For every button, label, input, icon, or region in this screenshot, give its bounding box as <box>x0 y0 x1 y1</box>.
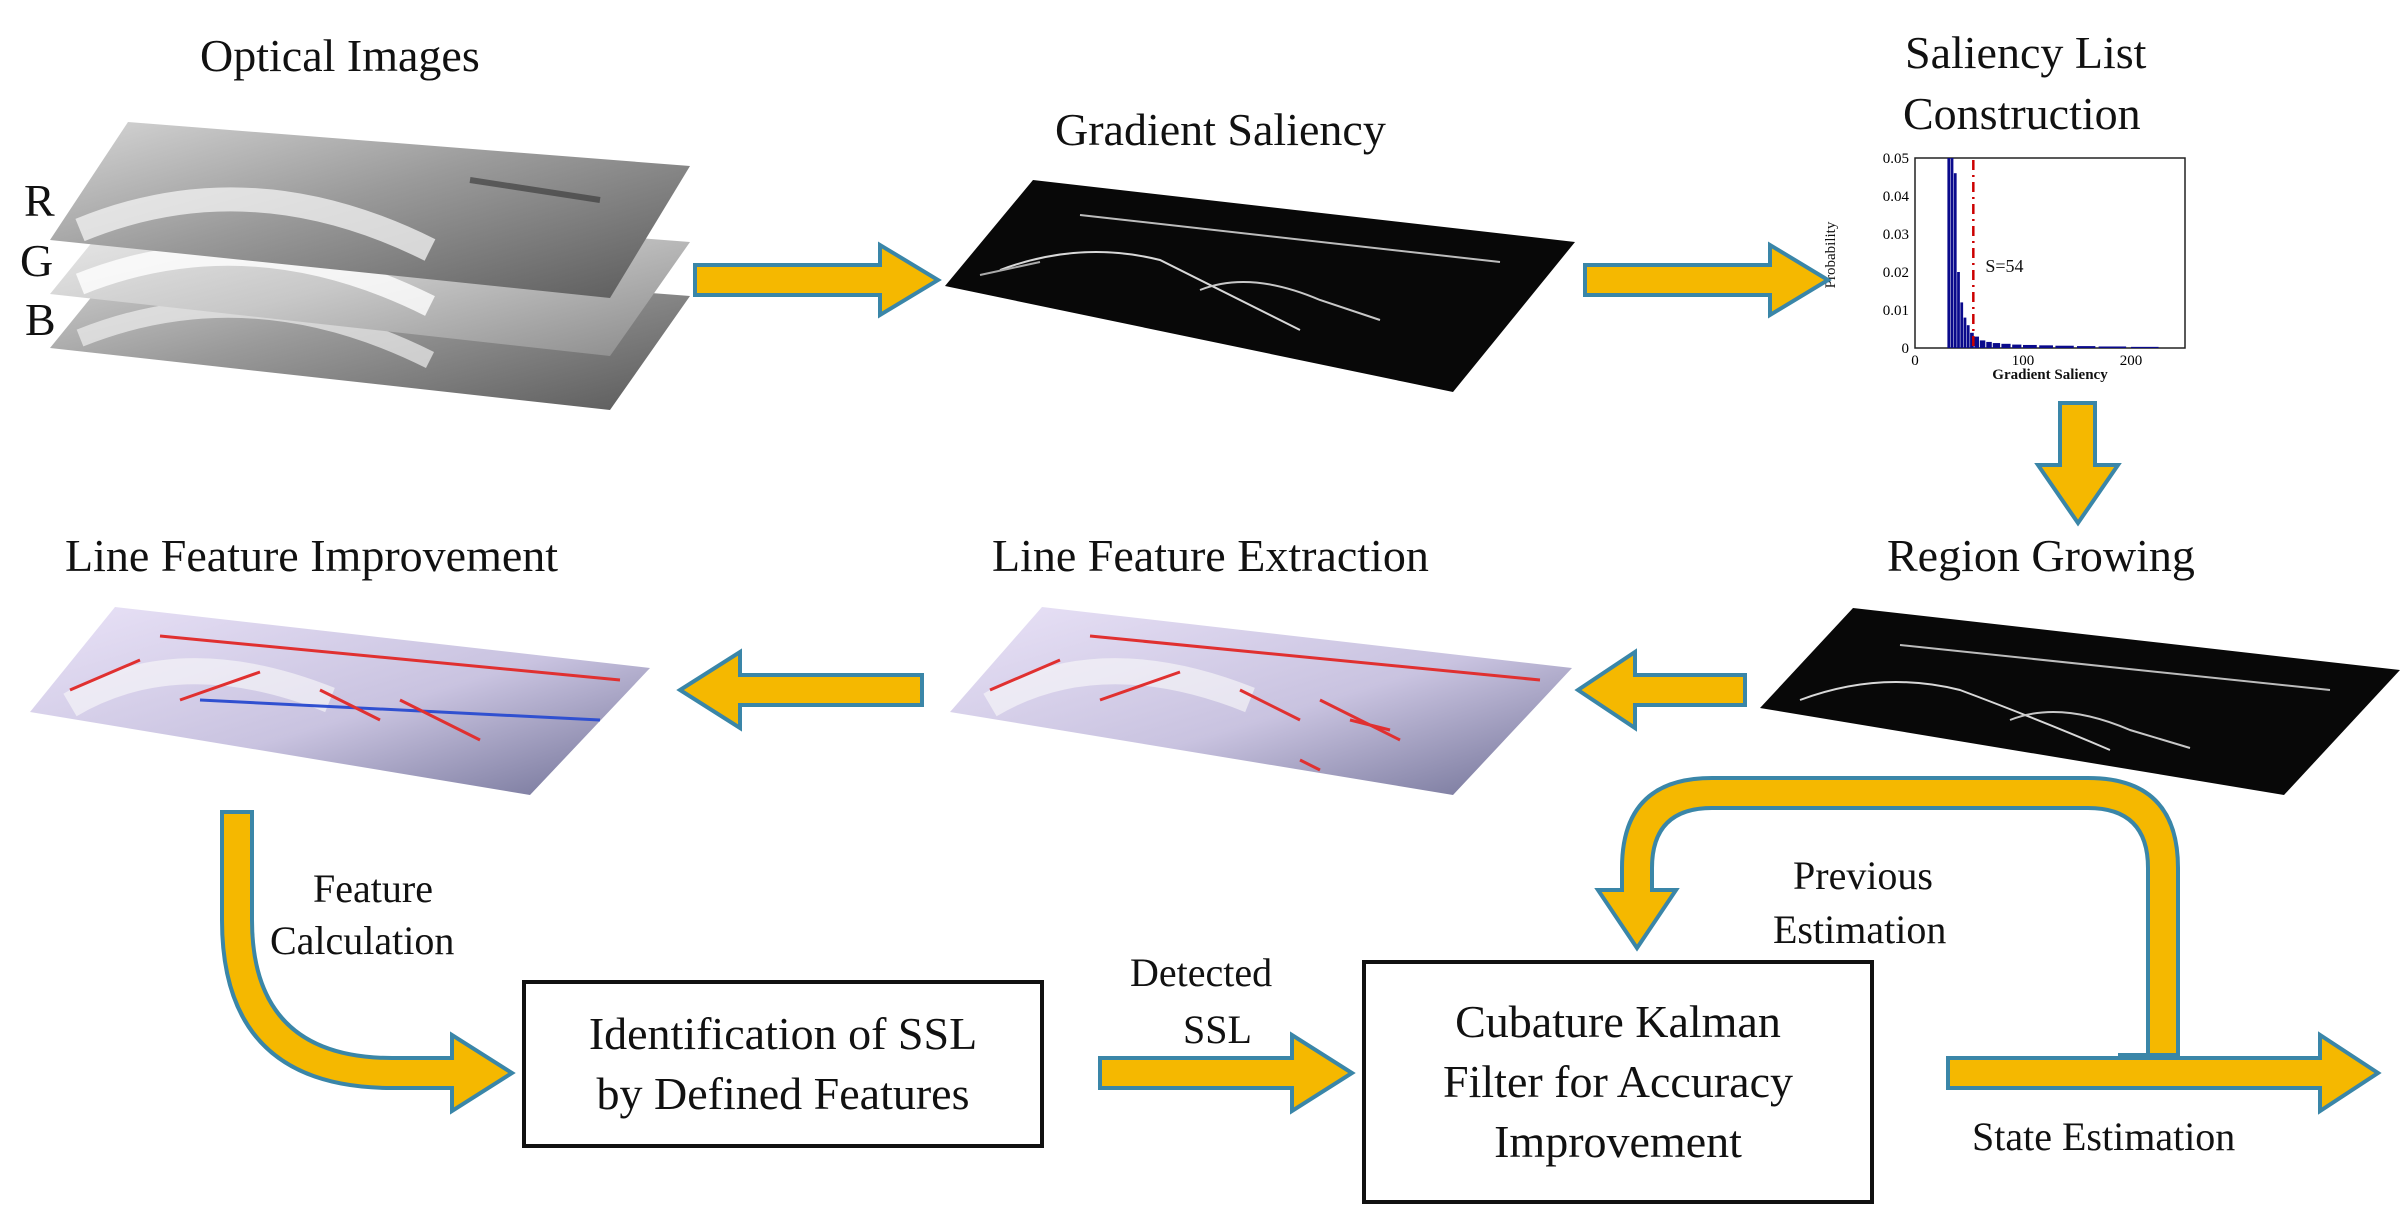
histogram-bar <box>1950 158 1954 348</box>
histogram-ytick: 0.04 <box>1883 189 1910 205</box>
title-region-growing: Region Growing <box>1887 530 2195 581</box>
title-gradient-saliency: Gradient Saliency <box>1055 104 1386 155</box>
histogram-ytick: 0.02 <box>1883 265 1909 281</box>
histogram-bar <box>2023 344 2037 348</box>
saliency-histogram: S=54 0 0.01 0.02 0.03 0.04 0.05 0 100 200 Proba… <box>1823 151 2186 383</box>
histogram-bar <box>2077 346 2096 348</box>
title-saliency-list-1: Saliency List <box>1905 27 2147 78</box>
arrow-state-estimation <box>1946 1031 2382 1115</box>
title-line-extraction: Line Feature Extraction <box>992 530 1429 581</box>
histogram-ytick: 0.05 <box>1883 151 1909 167</box>
histogram-xtick: 200 <box>2120 353 2143 369</box>
ckf-box-line-3: Improvement <box>1494 1116 1742 1167</box>
histogram-bar <box>2131 346 2159 348</box>
detected-ssl-label-1: Detected <box>1130 950 1273 995</box>
title-saliency-list-2: Construction <box>1903 88 2141 139</box>
histogram-bar <box>2001 343 2011 348</box>
state-estimation-label: State Estimation <box>1972 1114 2236 1159</box>
line-extraction-image <box>950 607 1572 795</box>
feature-calculation-label-2: Calculation <box>270 918 455 963</box>
channel-r-label: R <box>24 175 55 226</box>
histogram-bar <box>2039 345 2053 348</box>
previous-estimation-label-2: Estimation <box>1773 907 1947 952</box>
histogram-ylabel: Probability <box>1823 221 1839 288</box>
ckf-box-line-1: Cubature Kalman <box>1455 996 1781 1047</box>
feature-calculation-label-1: Feature <box>313 866 433 911</box>
arrow-extraction-to-improvement <box>676 648 924 732</box>
histogram-bar <box>1963 317 1967 348</box>
arrow-gradient-to-histogram <box>1583 241 1832 319</box>
identification-box-line-2: by Defined Features <box>596 1068 970 1119</box>
arrow-optical-to-gradient <box>693 241 942 319</box>
identification-box-line-1: Identification of SSL <box>588 1008 978 1059</box>
identification-box: Identification of SSL by Defined Feature… <box>522 980 1044 1148</box>
optical-image-r <box>50 122 690 298</box>
channel-b-label: B <box>25 294 56 345</box>
arrow-feature-calculation <box>220 810 516 1115</box>
histogram-xtick: 100 <box>2012 353 2035 369</box>
histogram-frame <box>1914 157 2186 349</box>
arrow-region-to-extraction <box>1574 648 1747 732</box>
histogram-bar <box>2098 346 2127 348</box>
ckf-box: Cubature Kalman Filter for Accuracy Impr… <box>1362 960 1874 1204</box>
gradient-saliency-image <box>945 180 1575 392</box>
histogram-ytick: 0 <box>1902 341 1910 357</box>
line-improvement-image <box>30 607 650 795</box>
histogram-bar <box>1957 272 1960 348</box>
arrow-detected-ssl <box>1098 1031 1356 1115</box>
histogram-bar <box>2055 345 2074 348</box>
region-growing-image <box>1760 608 2400 795</box>
arrow-histogram-to-region <box>2034 401 2122 527</box>
histogram-ytick: 0.01 <box>1883 303 1909 319</box>
arrow-previous-estimation <box>1594 776 2180 1057</box>
histogram-bar <box>1960 302 1964 348</box>
histogram-bar <box>1979 340 1986 348</box>
channel-g-label: G <box>20 235 54 286</box>
histogram-bar <box>1974 336 1979 348</box>
threshold-annotation: S=54 <box>1985 256 2023 276</box>
detected-ssl-label-2: SSL <box>1183 1007 1252 1052</box>
title-line-improvement: Line Feature Improvement <box>65 530 559 581</box>
histogram-ytick: 0.03 <box>1883 227 1909 243</box>
histogram-bar <box>1970 332 1974 348</box>
ckf-box-line-2: Filter for Accuracy <box>1443 1056 1793 1107</box>
histogram-xlabel: Gradient Saliency <box>1992 367 2108 383</box>
histogram-xtick: 0 <box>1911 353 1919 369</box>
histogram-bar <box>2012 344 2022 348</box>
histogram-bar <box>1966 325 1970 348</box>
histogram-bar <box>1992 343 2001 348</box>
histogram-bar <box>1947 158 1951 348</box>
histogram-bar <box>1986 341 1992 348</box>
histogram-bar <box>1953 173 1957 348</box>
previous-estimation-label-1: Previous <box>1793 853 1933 898</box>
title-optical-images: Optical Images <box>200 30 480 81</box>
